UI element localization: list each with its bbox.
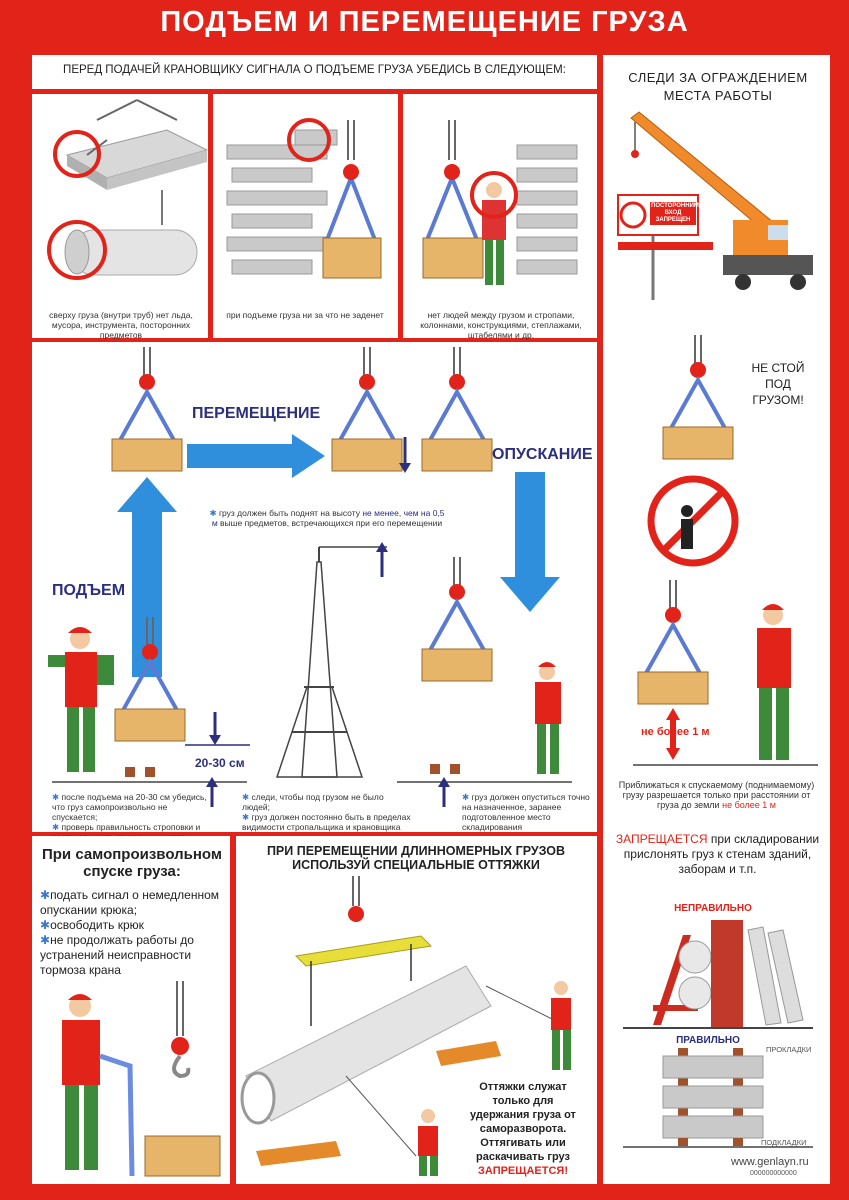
lift-label: ПОДЪЕМ <box>52 582 126 599</box>
load-initial <box>111 347 183 472</box>
right-storage-illustration <box>623 1048 813 1148</box>
note-mid: ✱ следи, чтобы под грузом не было людей;… <box>242 792 411 832</box>
forbidden-note: ЗАПРЕЩАЕТСЯ при складировании прислонять… <box>615 832 820 877</box>
move-arrow <box>187 434 325 478</box>
list-item: ✱подать сигнал о немедленном опускании к… <box>40 888 220 917</box>
suspended-load <box>662 335 734 460</box>
site-url: www.genlayn.ru <box>731 1156 809 1168</box>
self-lowering-panel: При самопроизвольном спуске груза: ✱пода… <box>32 836 230 1184</box>
tower-illustration <box>275 542 388 778</box>
move-label: ПЕРЕМЕЩЕНИЕ <box>192 405 321 422</box>
gap-label: 20-30 см <box>195 756 245 770</box>
worker-right <box>535 662 561 774</box>
lift-arrow <box>117 477 177 677</box>
approach-note-b: не более 1 м <box>722 800 776 810</box>
height-note-b: не менее, чем на 0,5 м <box>211 508 445 528</box>
height-note: ✱ груз должен быть поднят на высоту не м… <box>209 508 445 528</box>
tagline-note: Оттяжки служат только для удержания груз… <box>464 1080 582 1178</box>
worker-left <box>48 627 114 772</box>
ground-lines <box>52 764 572 807</box>
pipe-tagline-illustration <box>240 876 571 1176</box>
height-note-c: выше предметов, встречающихся при его пе… <box>220 518 443 528</box>
caption-2: при подъеме груза ни за что не заденет <box>226 310 384 320</box>
pads-top-label: ПРОКЛАДКИ <box>766 1045 812 1054</box>
stack-obstacle-illustration <box>226 118 382 279</box>
right-label: ПРАВИЛЬНО <box>676 1035 740 1046</box>
note1: после подъема на 20-30 см убедись, что г… <box>52 792 207 822</box>
lower-arrow <box>500 472 560 612</box>
dont-stand-label: НЕ СТОЙ ПОД ГРУЗОМ! <box>751 361 805 407</box>
self-lowering-list: ✱подать сигнал о немедленном опускании к… <box>40 888 226 978</box>
load-moved-2 <box>421 347 493 472</box>
self-lowering-title: При самопроизвольном спуске груза: <box>41 846 222 880</box>
fence-title: СЛЕДИ ЗА ОГРАЖДЕНИЕМ МЕСТА РАБОТЫ <box>628 70 808 103</box>
forbidden-b: при складировании прислонять груз к стен… <box>623 832 820 876</box>
page-title: ПОДЪЕМ И ПЕРЕМЕЩЕНИЕ ГРУЗА <box>160 6 689 38</box>
caption-3: нет людей между грузом и стропами, колон… <box>420 310 582 340</box>
note-right: ✱ груз должен опуститься точно на назнач… <box>462 792 590 832</box>
caption-1: сверху груза (внутри труб) нет льда, мус… <box>49 310 193 340</box>
right-panel: СЛЕДИ ЗА ОГРАЖДЕНИЕМ МЕСТА РАБОТЫ ПОСТОР… <box>603 55 830 1184</box>
note-left: ✱ после подъема на 20-30 см убедись, что… <box>52 792 212 842</box>
tagline-note-b: ЗАПРЕЩАЕТСЯ! <box>478 1165 568 1177</box>
top-checklist-panel: ПЕРЕД ПОДАЧЕЙ КРАНОВЩИКУ СИГНАЛА О ПОДЪЕ… <box>32 55 597 340</box>
lifting-sequence-panel: ПЕРЕМЕЩЕНИЕ ОПУСКАНИЕ ПОДЪЕМ ✱ груз долж… <box>32 342 597 842</box>
red-divider-v1 <box>208 89 213 338</box>
long-cargo-panel: ПРИ ПЕРЕМЕЩЕНИИ ДЛИННОМЕРНЫХ ГРУЗОВ ИСПО… <box>236 836 597 1184</box>
height-note-a: груз должен быть поднят на высоту <box>218 508 360 518</box>
wrong-label: НЕПРАВИЛЬНО <box>674 903 752 914</box>
note4: груз должен постоянно быть в пределах ви… <box>242 812 411 832</box>
crane-illustration <box>617 111 813 300</box>
red-divider <box>32 89 597 94</box>
worker-under-load <box>633 580 818 766</box>
approach-note-a: Приближаться к спускаемому (поднимаемому… <box>618 780 815 810</box>
prohibition-sign <box>647 475 739 567</box>
note5: груз должен опуститься точно на назначен… <box>462 792 590 832</box>
checklist-heading: ПЕРЕД ПОДАЧЕЙ КРАНОВЩИКУ СИГНАЛА О ПОДЪЕ… <box>63 64 566 76</box>
load-lowering <box>421 557 493 682</box>
note3: следи, чтобы под грузом не было людей; <box>242 792 384 812</box>
lower-label: ОПУСКАНИЕ <box>492 446 593 463</box>
wrong-storage-illustration <box>623 920 813 1029</box>
no-entry-sign: ПОСТОРОННИМ ВХОД ЗАПРЕЩЕН <box>650 202 699 225</box>
slab-pipe-illustration <box>47 99 209 280</box>
red-divider-v2 <box>398 89 403 338</box>
tagline-note-a: Оттяжки служат только для удержания груз… <box>470 1081 576 1163</box>
approach-note: Приближаться к спускаемому (поднимаемому… <box>613 780 820 810</box>
long-cargo-title: ПРИ ПЕРЕМЕЩЕНИИ ДЛИННОМЕРНЫХ ГРУЗОВ ИСПО… <box>266 844 566 872</box>
pads-bottom-label: ПОДКЛАДКИ <box>761 1138 807 1147</box>
code-label: 000000000000 <box>750 1170 797 1177</box>
list-item: ✱освободить крюк <box>40 918 144 932</box>
list-item: ✱не продолжать работы до устранений неис… <box>40 933 194 977</box>
worker-hook-illustration <box>62 981 221 1177</box>
person-between-illustration <box>422 120 578 285</box>
load-lifted-small <box>114 617 250 777</box>
forbidden-a: ЗАПРЕЩАЕТСЯ <box>615 832 708 846</box>
load-moved <box>331 347 411 473</box>
not-more-label: не более 1 м <box>641 726 710 738</box>
